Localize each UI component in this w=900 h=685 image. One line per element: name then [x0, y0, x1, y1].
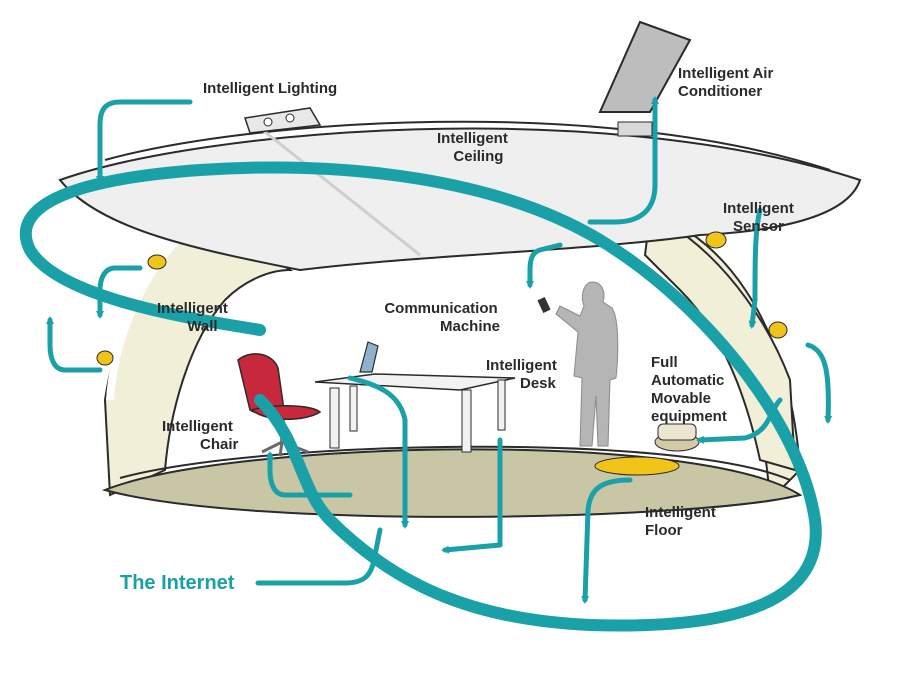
label-line: Intelligent Air	[678, 65, 774, 82]
floor-pad	[594, 456, 680, 476]
label-line: Floor	[645, 522, 683, 539]
sensor-dot	[705, 231, 727, 249]
label-line: Intelligent	[723, 200, 794, 217]
sensor-dot	[768, 321, 788, 339]
label-line: Intelligent	[645, 504, 716, 521]
phone	[537, 296, 551, 314]
network-loop	[19, 161, 822, 632]
label-line: Intelligent	[157, 300, 228, 317]
label-line: Intelligent Lighting	[203, 80, 338, 97]
ceiling-rim	[104, 120, 831, 171]
label-intelligent-wall: Intelligent Wall	[157, 300, 228, 336]
label-intelligent-lighting: Intelligent Lighting	[203, 80, 337, 98]
desk-leg	[329, 387, 340, 449]
pipe-internet	[255, 527, 383, 586]
label-intelligent-floor: Intelligent Floor	[645, 504, 716, 540]
pipe-desk	[441, 437, 503, 554]
ceiling-crease	[249, 118, 421, 257]
desk-leg	[349, 385, 358, 432]
label-intelligent-air-conditioner: Intelligent Air Conditioner	[678, 65, 773, 101]
sensor-dot	[96, 350, 114, 366]
label-line: Conditioner	[678, 83, 763, 100]
chair-base	[261, 440, 309, 457]
label-line: Automatic	[651, 372, 725, 389]
light-bulb	[285, 113, 295, 123]
label-line: Movable	[651, 390, 712, 407]
person-silhouette	[555, 281, 619, 447]
label-line: equipment	[651, 408, 727, 425]
pipe-lighting	[96, 99, 193, 184]
movable-equipment-body	[657, 423, 697, 441]
label-line: Intelligent	[162, 418, 233, 435]
label-line: Sensor	[732, 218, 784, 235]
label-intelligent-ceiling: Intelligent Ceiling	[437, 130, 508, 166]
desk-leg	[461, 389, 472, 453]
pipe-wall	[96, 265, 143, 319]
desk-leg	[497, 379, 506, 431]
lighting-fixture	[244, 107, 322, 134]
label-line: Intelligent	[486, 357, 557, 374]
label-line: Communication	[384, 300, 498, 317]
label-full-automatic-movable-equipment: Full Automatic Movable equipment	[651, 354, 727, 426]
label-intelligent-chair: Intelligent Chair	[162, 418, 238, 454]
air-conditioner-duct	[598, 20, 692, 113]
label-line: Full	[651, 354, 678, 371]
label-line: Intelligent	[437, 130, 508, 147]
laptop	[359, 341, 379, 373]
pipe-chair	[266, 451, 353, 498]
pipe-sensor-right	[805, 342, 833, 424]
label-intelligent-sensor: Intelligent Sensor	[723, 200, 794, 236]
pipe-sensor	[748, 207, 763, 329]
pipe-floor	[581, 477, 633, 604]
label-line: Wall	[187, 318, 218, 335]
label-line: Machine	[440, 318, 501, 335]
pipe-comm	[526, 242, 563, 289]
pipe-movable	[696, 397, 783, 444]
label-the-internet: The Internet	[120, 572, 235, 594]
sensor-dot	[147, 254, 167, 270]
light-bulb	[263, 117, 273, 127]
desk-top	[314, 373, 516, 391]
air-vent	[617, 121, 653, 137]
pipe-air	[587, 96, 659, 225]
label-communication-machine: Communication Machine	[382, 300, 500, 336]
label-line: Ceiling	[453, 148, 504, 165]
pipe-desk-2	[347, 375, 409, 529]
label-intelligent-desk: Intelligent Desk	[486, 357, 557, 393]
label-line: Chair	[200, 436, 239, 453]
label-line: Desk	[520, 375, 556, 392]
pipe-wall-lower	[46, 316, 103, 373]
